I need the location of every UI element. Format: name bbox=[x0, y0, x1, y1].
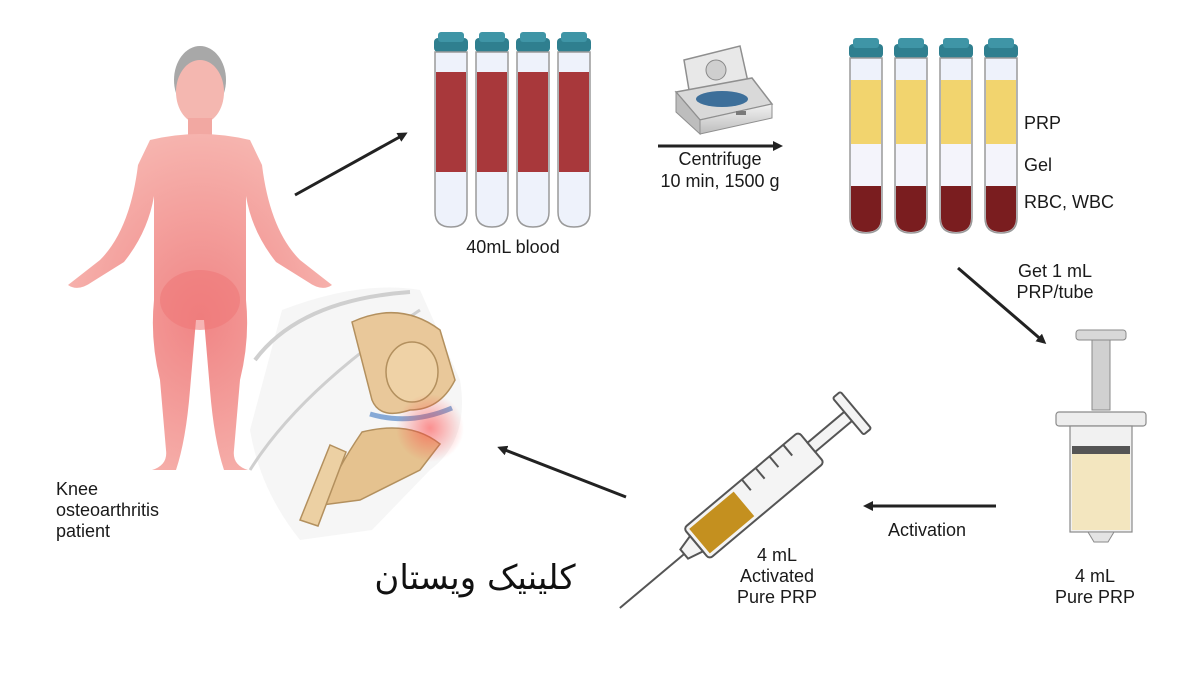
knee-joint-icon bbox=[248, 287, 464, 540]
clinic-brand-text: کلینیک ویستان bbox=[374, 558, 576, 598]
arrow-icon bbox=[294, 132, 408, 197]
blood-tube-icon bbox=[516, 32, 550, 228]
blood-label: 40mL blood bbox=[466, 237, 560, 257]
pure-prp-label: Pure PRP bbox=[1054, 587, 1136, 607]
separated-tube-icon bbox=[894, 38, 928, 234]
centrifuge-icon bbox=[674, 45, 774, 136]
centrifuge-settings-label: 10 min, 1500 g bbox=[660, 171, 780, 191]
rbc-layer-label: RBC, WBC bbox=[1024, 192, 1114, 212]
get-prp-label-2: PRP/tube bbox=[1016, 282, 1094, 302]
blood-tube-icon bbox=[475, 32, 509, 228]
blood-tube-icon bbox=[557, 32, 591, 228]
separated-tube-icon bbox=[849, 38, 883, 234]
blood-tubes bbox=[434, 32, 591, 228]
activated-prp-label-2: Pure PRP bbox=[736, 587, 818, 607]
activation-label: Activation bbox=[887, 520, 967, 540]
syringe-icon bbox=[619, 391, 872, 609]
get-prp-label: Get 1 mL bbox=[1017, 261, 1093, 281]
arrow-icon bbox=[957, 266, 1047, 344]
centrifuge-label: Centrifuge bbox=[678, 149, 762, 169]
activated-prp-label: Activated bbox=[739, 566, 815, 586]
separated-tube-icon bbox=[984, 38, 1018, 234]
patient-label-2: osteoarthritis bbox=[56, 500, 160, 520]
human-figure-icon bbox=[68, 46, 332, 470]
arrow-icon bbox=[497, 445, 627, 499]
blood-tube-icon bbox=[434, 32, 468, 228]
prp-layer-label: PRP bbox=[1024, 113, 1062, 133]
pure-prp-volume-label: 4 mL bbox=[1074, 566, 1116, 586]
patient-label-1: Knee bbox=[56, 479, 99, 499]
gel-layer-label: Gel bbox=[1024, 155, 1053, 175]
activated-prp-volume-label: 4 mL bbox=[756, 545, 798, 565]
syringe-icon bbox=[1055, 329, 1147, 543]
separated-tube-icon bbox=[939, 38, 973, 234]
separated-tubes bbox=[849, 38, 1018, 234]
patient-label-3: patient bbox=[56, 521, 111, 541]
